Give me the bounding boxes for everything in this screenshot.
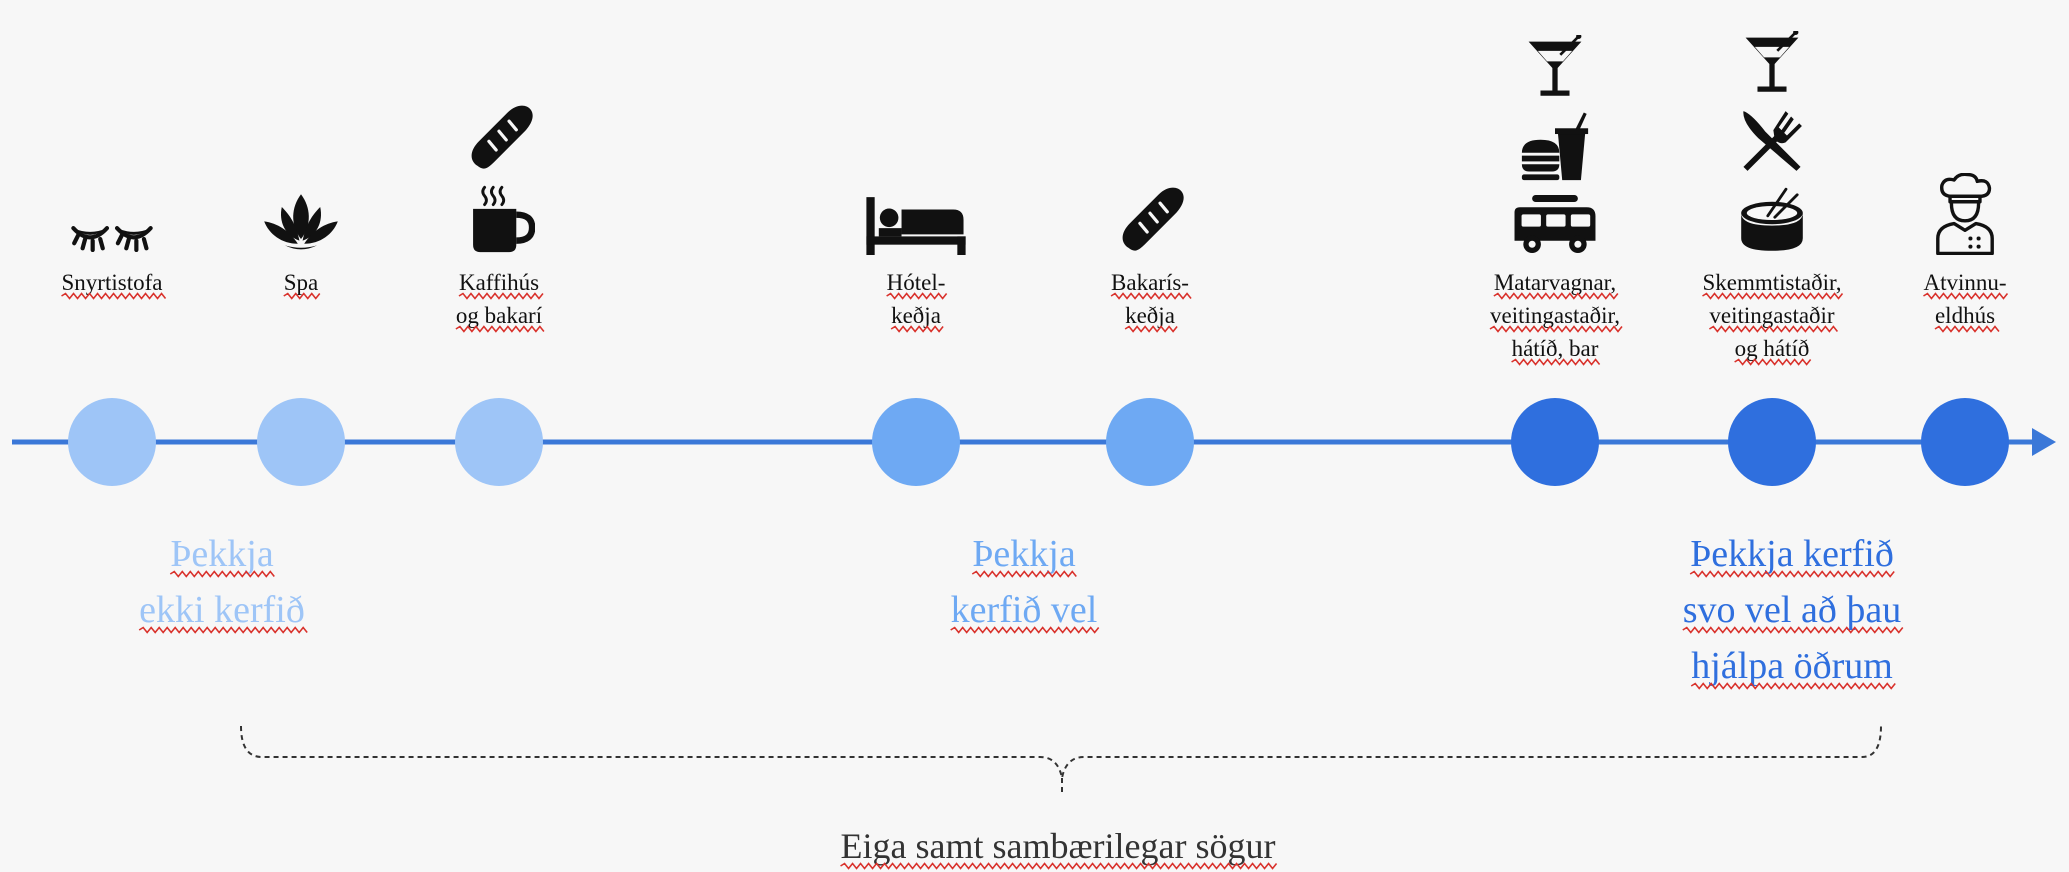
timeline-item: Matarvagnar, veitingastaðir, hátíð, bar [1489, 35, 1623, 486]
spellcheck-underline [1682, 626, 1904, 634]
spellcheck-underline [1511, 358, 1601, 366]
spellcheck-underline [1689, 570, 1895, 578]
timeline-label-line: veitingastaðir, [1490, 303, 1620, 328]
group-label-line: Þekkja kerfið [1690, 533, 1894, 575]
timeline-item: Hótel-keðja [866, 197, 966, 486]
cocktail-icon [1744, 31, 1800, 94]
spellcheck-underline [1934, 325, 2000, 333]
spellcheck-underline [1923, 292, 2009, 300]
group-label: Þekkja kerfið svo vel að þau hjálpa öðrum [1682, 533, 1904, 690]
timeline-item: Spa [257, 194, 345, 486]
timeline-label-line: Hótel- [887, 270, 946, 295]
lotus-icon [264, 194, 338, 250]
timeline-label-line: Bakarís- [1111, 270, 1189, 295]
bed-icon [866, 197, 966, 255]
timeline-items: Snyrtistofa Spa Kaffihús og bakarí Hótel-keð… [61, 31, 2009, 486]
timeline-node [1106, 398, 1194, 486]
spellcheck-underline [971, 570, 1077, 578]
group-label-line: svo vel að þau [1683, 589, 1901, 631]
spellcheck-underline [455, 325, 545, 333]
timeline-node [257, 398, 345, 486]
baguette-icon [1120, 186, 1186, 253]
dashed-brace [240, 725, 1882, 792]
eyelashes-icon [73, 228, 150, 250]
caption-spellcheck-underline [840, 862, 1278, 870]
timeline-label-line: Kaffihús [459, 270, 539, 295]
timeline-node [68, 398, 156, 486]
timeline-node [1728, 398, 1816, 486]
timeline-label-line: Snyrtistofa [62, 270, 163, 295]
spellcheck-underline [1690, 682, 1896, 690]
timeline-label-line: Skemmtistaðir, [1703, 270, 1842, 295]
group-label-line: Þekkja [972, 533, 1076, 575]
spellcheck-underline [1124, 325, 1178, 333]
spellcheck-underline [886, 292, 948, 300]
spellcheck-underline [1702, 292, 1844, 300]
timeline-item: Kaffihús og bakarí [455, 104, 545, 486]
group-label: Þekkja kerfið vel [950, 533, 1100, 634]
timeline-arrowhead [2032, 428, 2056, 456]
group-label-line: kerfið vel [951, 589, 1098, 631]
timeline-node [1921, 398, 2009, 486]
spellcheck-underline [1734, 358, 1812, 366]
timeline-node [1511, 398, 1599, 486]
timeline-label-line: keðja [1125, 303, 1175, 328]
timeline-label-line: og bakarí [456, 303, 543, 328]
caption-text: Eiga samt sambærilegar sögur [841, 826, 1276, 866]
group-label-line: ekki kerfið [139, 589, 305, 631]
spellcheck-underline [1489, 325, 1623, 333]
timeline-item: Bakarís-keðja [1106, 186, 1194, 486]
timeline-node [455, 398, 543, 486]
spellcheck-underline [169, 570, 275, 578]
spellcheck-underline [1708, 325, 1839, 333]
timeline-item: Snyrtistofa [61, 228, 167, 486]
timeline-label-line: hátíð, bar [1512, 336, 1599, 361]
spellcheck-underline [61, 292, 167, 300]
baguette-icon [469, 104, 535, 171]
timeline-label-line: Spa [284, 270, 319, 295]
timeline-item: Skemmtistaðir, veitingastaðir og hátíð [1702, 31, 1844, 486]
timeline-label-line: veitingastaðir [1709, 303, 1835, 328]
timeline-label-line: eldhús [1935, 303, 1995, 328]
coffee-cup-icon [473, 187, 532, 252]
drum-icon [1739, 187, 1805, 253]
spellcheck-underline [283, 292, 321, 300]
cocktail-icon [1527, 35, 1583, 98]
spellcheck-underline [950, 626, 1100, 634]
group-label-line: Þekkja [170, 533, 274, 575]
timeline-label-line: keðja [891, 303, 941, 328]
spellcheck-underline [138, 626, 308, 634]
timeline-node [872, 398, 960, 486]
timeline-label-line: Matarvagnar, [1494, 270, 1616, 295]
burger-drink-icon [1521, 112, 1589, 181]
timeline-item: Atvinnu-eldhús [1921, 173, 2009, 486]
food-truck-icon [1514, 194, 1596, 254]
group-label-line: hjálpa öðrum [1691, 645, 1893, 687]
spellcheck-underline [458, 292, 544, 300]
spellcheck-underline [1493, 292, 1619, 300]
chef-icon [1936, 173, 1994, 255]
spellcheck-underline [1110, 292, 1192, 300]
timeline-label-line: Atvinnu- [1923, 270, 2006, 295]
fork-knife-icon [1743, 111, 1802, 171]
timeline-label-line: og hátíð [1735, 336, 1810, 361]
group-label: Þekkja ekki kerfið [138, 533, 308, 634]
spellcheck-underline [890, 325, 944, 333]
